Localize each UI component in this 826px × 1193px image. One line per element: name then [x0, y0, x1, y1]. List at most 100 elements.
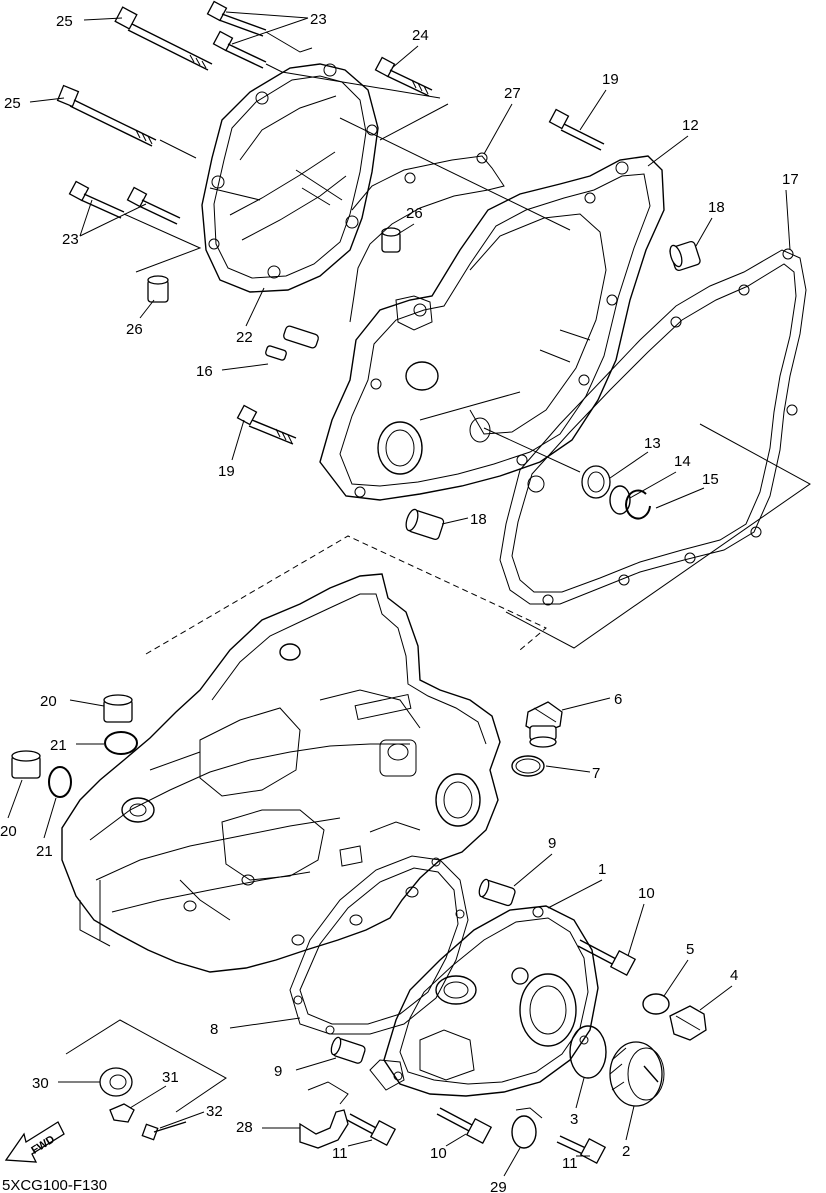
callout-21: 21: [36, 843, 53, 860]
leader-line-19: [231, 419, 245, 461]
crankcase-body: [61, 535, 547, 973]
bolt-group-top: [56, 0, 433, 225]
leader-line-23: [79, 203, 147, 237]
leader-line-13: [609, 451, 649, 479]
clamp-31: [109, 1103, 135, 1123]
callout-27: 27: [504, 85, 521, 102]
bolt-11-right: [556, 1135, 607, 1165]
bolt-11-left: [346, 1113, 397, 1147]
callout-19: 19: [218, 463, 235, 480]
plug-2: [609, 1041, 665, 1107]
leader-line-25: [29, 97, 65, 103]
callout-16: 16: [196, 363, 213, 380]
o-ring-7: [511, 755, 545, 777]
callout-26: 26: [406, 205, 423, 222]
callout-4: 4: [730, 967, 738, 984]
callout-13: 13: [644, 435, 661, 452]
bolt-19-lower: [236, 404, 297, 445]
leader-line-27: [483, 103, 513, 155]
leader-line-26: [397, 223, 415, 235]
crankcase-cover-1: [369, 905, 599, 1097]
bolt-24: [374, 56, 433, 97]
leader-line-21: [43, 797, 57, 839]
bolt-25-upper: [114, 6, 213, 71]
leader-line-15: [655, 487, 705, 509]
callout-18: 18: [470, 511, 487, 528]
callout-26: 26: [126, 321, 143, 338]
leader-line-23: [79, 199, 93, 237]
pin-16: [265, 325, 319, 361]
callout-25: 25: [56, 13, 73, 30]
leader-line-32: [159, 1111, 205, 1129]
leader-line-1: [547, 879, 603, 909]
leader-line-16: [221, 363, 269, 371]
leader-line-12: [647, 135, 689, 167]
callout-labels: 25 23 24 25 27 19 12 17 18 26 23 26 22 1…: [0, 11, 799, 1193]
gasket-8: [289, 855, 469, 1035]
leader-line-23: [231, 17, 309, 45]
callout-8: 8: [210, 1021, 218, 1038]
collar-20-lower: [11, 750, 41, 779]
callout-24: 24: [412, 27, 429, 44]
callout-11: 11: [332, 1145, 348, 1162]
leader-line-31: [129, 1085, 167, 1109]
bolt-32: [141, 1121, 187, 1141]
leader-line-14: [629, 471, 677, 499]
collar-20-upper: [103, 694, 133, 723]
leader-line-20: [7, 779, 23, 819]
callout-9: 9: [548, 835, 556, 852]
callout-9: 9: [274, 1063, 282, 1080]
leader-lines: [7, 11, 791, 1177]
callout-10: 10: [430, 1145, 447, 1162]
callout-6: 6: [614, 691, 622, 708]
leader-line-7: [545, 765, 591, 773]
callout-12: 12: [682, 117, 699, 134]
callout-19: 19: [602, 71, 619, 88]
dowel-9-upper: [478, 878, 516, 907]
hose-clamp-29: [511, 1107, 543, 1149]
plug-4: [669, 1005, 707, 1041]
callout-25: 25: [4, 95, 21, 112]
callout-23: 23: [62, 231, 79, 248]
bolt-10-lower: [436, 1107, 493, 1145]
bolt-23-upper-a: [206, 0, 267, 37]
alignment-lines-top: [123, 31, 811, 649]
leader-line-20: [69, 699, 105, 707]
callout-17: 17: [782, 171, 799, 188]
callout-2: 2: [622, 1143, 630, 1160]
callout-15: 15: [702, 471, 719, 488]
callout-23: 23: [310, 11, 327, 28]
circlip-15: [625, 489, 651, 520]
leader-line-10: [627, 903, 645, 957]
o-ring-5: [642, 993, 670, 1015]
callout-11: 11: [562, 1155, 578, 1172]
bolt-19-upper: [548, 108, 605, 151]
callout-7: 7: [592, 765, 600, 782]
clutch-cover-22: [201, 63, 379, 293]
bolt-23-lower-b: [126, 186, 181, 225]
bolt-10-upper: [577, 939, 637, 977]
leader-line-22: [245, 287, 265, 327]
leader-line-3: [575, 1077, 585, 1109]
bolt-25-lower: [56, 84, 157, 147]
alignment-lines-bottom-left: [65, 1019, 227, 1113]
callout-14: 14: [674, 453, 691, 470]
plug-6: [525, 701, 563, 748]
leader-line-2: [625, 1105, 635, 1141]
leader-line-4: [699, 985, 733, 1011]
o-ring-3: [569, 1025, 607, 1079]
callout-1: 1: [598, 861, 606, 878]
dowel-18-bottom: [405, 508, 445, 541]
leader-line-26: [139, 299, 155, 319]
leader-line-25: [83, 17, 123, 21]
leader-line-5: [663, 959, 689, 997]
oil-seal-13: [581, 465, 611, 499]
callout-5: 5: [686, 941, 694, 958]
leader-line-18: [441, 517, 469, 525]
gasket-17: [499, 248, 807, 606]
dowel-9-lower: [330, 1036, 366, 1064]
washer-14: [609, 485, 631, 515]
leader-line-19: [579, 89, 607, 131]
forward-arrow-icon: FWD: [4, 1121, 65, 1163]
callout-28: 28: [236, 1119, 253, 1136]
